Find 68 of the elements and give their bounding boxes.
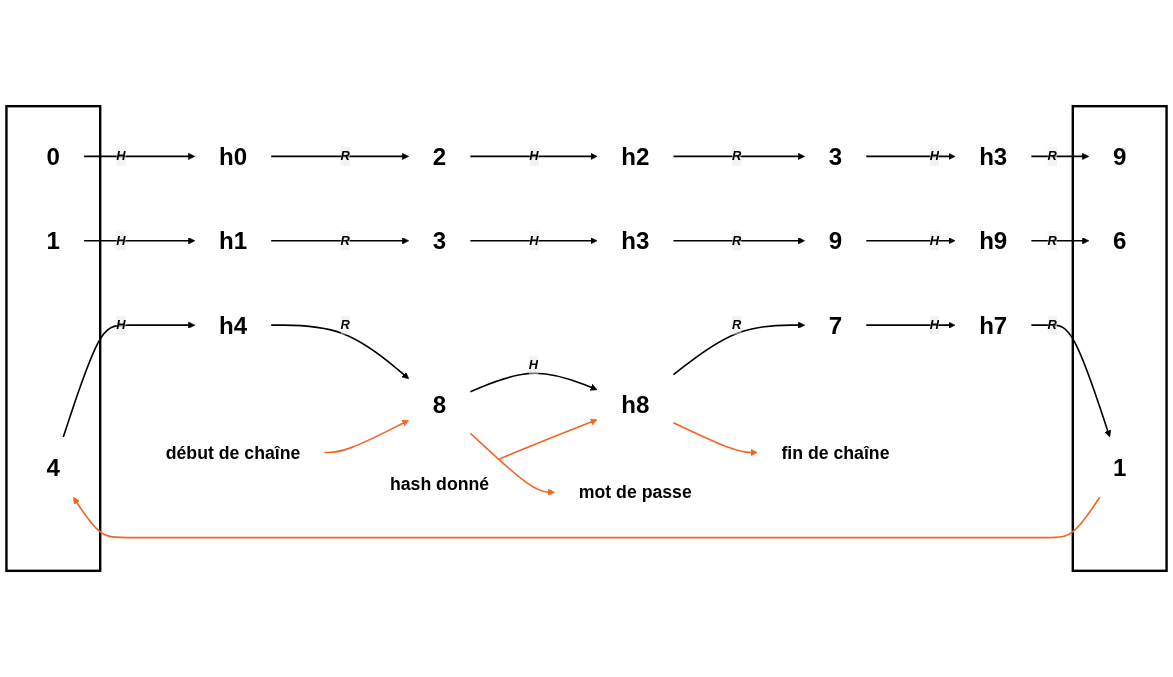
edge-label: H bbox=[116, 149, 126, 163]
node-text: 7 bbox=[828, 311, 843, 339]
arrow bbox=[498, 418, 598, 460]
node-text: début de chaîne bbox=[165, 442, 301, 463]
node-text: 6 bbox=[1112, 227, 1127, 255]
edge-label: R bbox=[731, 233, 742, 248]
arrow bbox=[469, 372, 598, 393]
node-text: h0 bbox=[218, 143, 248, 170]
node-text: 2 bbox=[432, 143, 447, 170]
node-text: mot de passe bbox=[578, 482, 692, 503]
arrow bbox=[672, 321, 805, 376]
node-text: 4 bbox=[46, 453, 61, 481]
arrow bbox=[672, 237, 805, 245]
node-text: 3 bbox=[432, 227, 447, 255]
arrow bbox=[73, 496, 1101, 539]
arrow bbox=[469, 432, 555, 496]
cluster bbox=[1071, 104, 1168, 573]
edge-label: R bbox=[731, 317, 742, 332]
node-text: 9 bbox=[1112, 143, 1127, 170]
arrow bbox=[865, 152, 956, 160]
node-text: 1 bbox=[1112, 453, 1127, 481]
node-text: 8 bbox=[432, 391, 447, 418]
cluster bbox=[5, 104, 102, 573]
node-text: hash donné bbox=[389, 474, 490, 495]
edge-label: R bbox=[1047, 233, 1057, 248]
arrow bbox=[469, 152, 598, 160]
edge-label: R bbox=[1047, 317, 1057, 332]
edge-label: H bbox=[529, 149, 539, 163]
node-text: 1 bbox=[46, 227, 61, 255]
edge-label: R bbox=[1047, 149, 1057, 163]
arrow bbox=[672, 421, 758, 457]
edge-label: H bbox=[116, 317, 126, 332]
node-text: 3 bbox=[828, 143, 843, 170]
arrow bbox=[1030, 324, 1112, 438]
edge-label: R bbox=[340, 317, 350, 332]
arrow bbox=[672, 152, 805, 160]
arrow bbox=[83, 237, 196, 245]
arrow bbox=[270, 152, 410, 160]
arrow bbox=[469, 237, 598, 245]
node-text: h7 bbox=[979, 311, 1008, 339]
arrow bbox=[270, 237, 410, 245]
arrow bbox=[865, 237, 956, 245]
node-text: h2 bbox=[621, 143, 650, 170]
arrow bbox=[62, 321, 196, 438]
arrow bbox=[1030, 152, 1090, 160]
arrow bbox=[1030, 237, 1090, 245]
arrow bbox=[865, 321, 956, 329]
node-text: h4 bbox=[218, 311, 248, 339]
node-text: h8 bbox=[621, 391, 650, 418]
arrow bbox=[83, 152, 196, 160]
edge-label: R bbox=[340, 149, 350, 163]
edge-label: H bbox=[929, 233, 939, 248]
edge-label: R bbox=[340, 233, 350, 248]
node-text: fin de chaîne bbox=[781, 442, 890, 463]
edge-label: H bbox=[116, 233, 126, 248]
node-text: h1 bbox=[218, 227, 248, 255]
edge-label: H bbox=[929, 149, 939, 163]
node-text: 0 bbox=[46, 143, 61, 170]
arrow bbox=[270, 324, 410, 380]
edge-label: H bbox=[529, 233, 539, 248]
edge-label: H bbox=[929, 317, 939, 332]
node-text: 9 bbox=[828, 227, 843, 255]
edge-label: R bbox=[731, 149, 742, 163]
node-text: h9 bbox=[979, 227, 1008, 255]
node-text: h3 bbox=[621, 227, 650, 255]
arrow bbox=[323, 419, 410, 454]
node-text: h3 bbox=[979, 143, 1008, 170]
edge-label: H bbox=[528, 357, 539, 372]
